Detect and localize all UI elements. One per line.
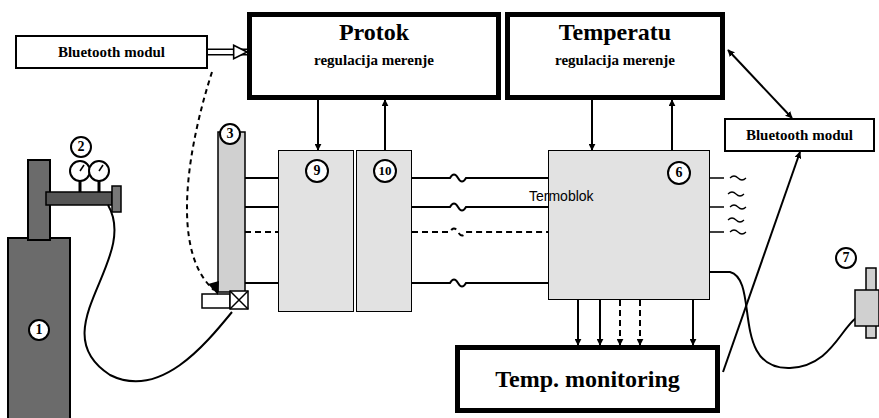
connector [692,300,694,345]
connector [317,100,319,150]
callout-number: 10 [373,159,397,183]
box-title: Termoblok [529,188,594,204]
flow-meter: 10 [356,150,412,312]
valve-actuator [202,294,230,308]
pressure-gauge [89,161,109,181]
callout-number: 6 [667,161,691,185]
gas-line [245,178,278,283]
temperature-control-box: Temperatu regulacija merenje [505,12,725,100]
sampler-body [855,290,879,326]
connector [412,204,548,211]
box-title: Bluetooth modul [58,44,165,61]
valve-cross [230,291,248,309]
callout-number: 9 [305,159,329,183]
flow-control-box: Protok regulacija merenje [247,12,501,100]
box-subtitle: regulacija merenje [252,52,496,69]
temperature-monitoring-box: Temp. monitoring [455,345,720,413]
gauge-needle [99,165,103,171]
connector [728,50,792,118]
connector [639,300,641,345]
outlet-break [728,176,746,234]
connector [412,280,548,287]
connector [412,229,548,236]
connector [671,100,673,150]
box-title: Temperatu [510,19,720,46]
gas-hose [85,205,232,381]
regulator-handle [112,186,121,212]
hollow-arrow-outline [208,49,247,56]
connector [723,152,800,372]
connector [208,50,247,54]
pressure-regulator [46,192,112,205]
box-title: Protok [252,19,496,46]
connector [412,175,548,182]
callout-number: 2 [70,136,92,158]
callout-number: 1 [28,319,50,341]
connector [619,300,621,345]
sample-line [710,272,856,368]
control-signal-line [187,72,214,290]
callout-number: 3 [219,123,241,145]
connector [384,100,386,150]
gas-line [245,231,278,233]
solenoid-valve [230,291,248,309]
connector [591,100,593,150]
outlet-line [710,178,724,232]
callout-number: 7 [835,247,857,269]
bluetooth-module-box: Bluetooth modul [15,35,208,69]
gas-cylinder [8,238,70,418]
box-title: Bluetooth modul [746,127,853,144]
box-title: Temp. monitoring [495,366,679,393]
gas-manifold [218,132,245,292]
bluetooth-module-box: Bluetooth modul [724,118,875,152]
box-subtitle: regulacija merenje [510,52,720,69]
thermoblock: Termoblok6 [548,150,710,300]
gauge-needle [80,165,84,171]
flow-controller: 9 [278,150,354,312]
arrowhead [208,281,219,295]
pressure-gauge [70,161,90,181]
connector [599,300,601,345]
connector [577,300,579,345]
